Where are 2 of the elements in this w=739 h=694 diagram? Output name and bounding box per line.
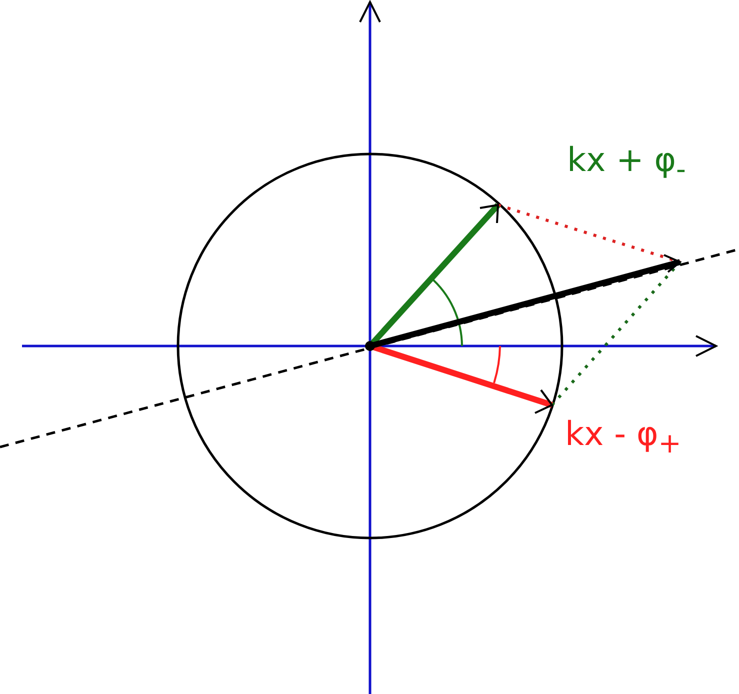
vector-label: kx + φ$_{-}$	[567, 143, 686, 184]
vector-label: kx - φ$_{+}$	[565, 417, 682, 458]
